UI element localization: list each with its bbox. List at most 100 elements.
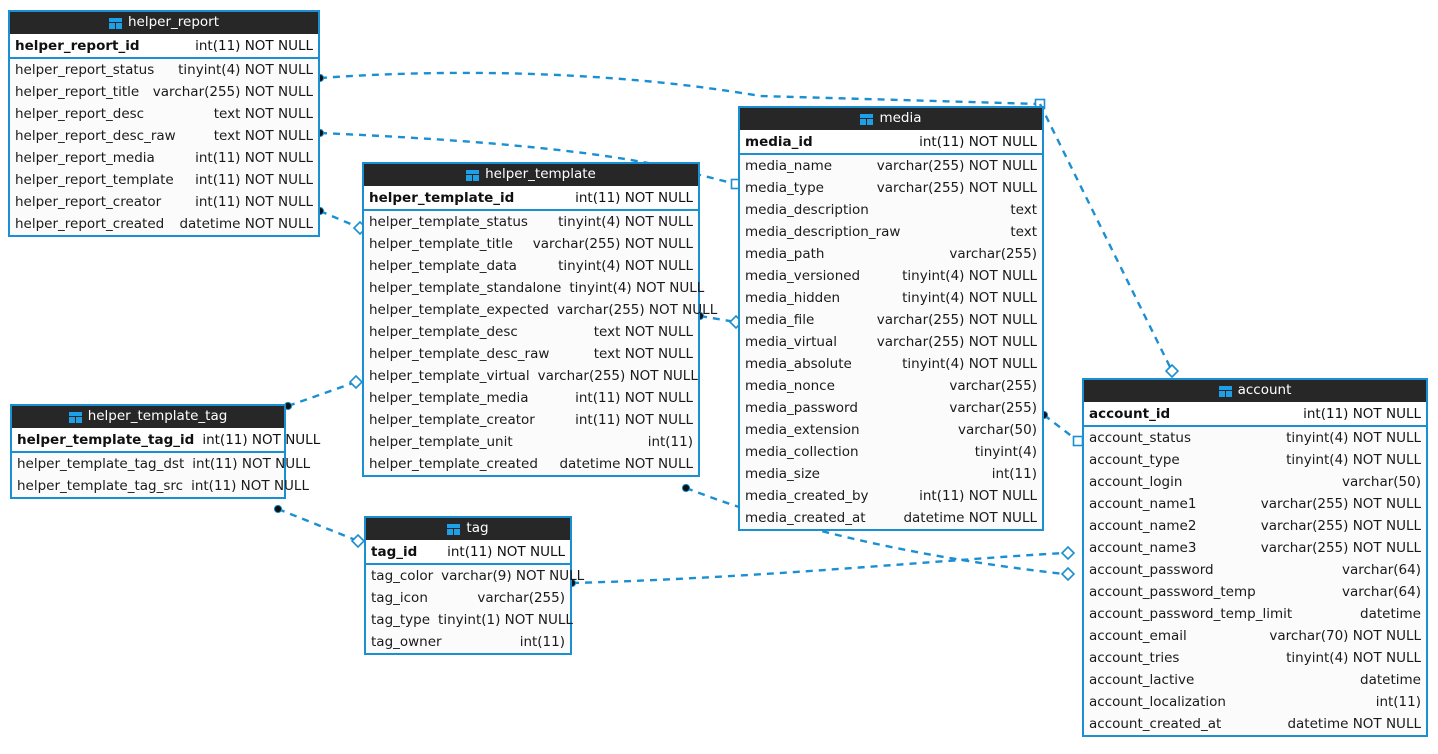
column-type: datetime NOT NULL: [1287, 716, 1421, 732]
column-name: helper_template_title: [369, 236, 513, 252]
relationship-tag_color_to_account_name3[interactable]: [567, 545, 1076, 588]
column-name: media_created_at: [745, 510, 866, 526]
column-name: helper_template_desc: [369, 324, 518, 340]
relationship-helper_template_tag_to_tag[interactable]: [273, 504, 366, 549]
relationship-helper_report_media-to-media[interactable]: [315, 71, 1046, 110]
column-type: varchar(255) NOT NULL: [152, 84, 313, 100]
column-name: helper_template_expected: [369, 302, 550, 318]
table-header-helper_report[interactable]: helper_report: [10, 12, 318, 34]
table-header-account[interactable]: account: [1084, 380, 1426, 402]
table-header-media[interactable]: media: [740, 108, 1042, 130]
column-type: tinyint(4) NOT NULL: [558, 258, 693, 274]
column-name: media_hidden: [745, 290, 841, 306]
table-header-helper_template_tag[interactable]: helper_template_tag: [12, 406, 284, 428]
column-type: text: [1010, 224, 1037, 240]
column-type: tinyint(4) NOT NULL: [178, 62, 313, 78]
column-type: int(11) NOT NULL: [192, 456, 311, 472]
column-name: account_id: [1089, 405, 1171, 422]
relationship-media_password_to_account_status[interactable]: [1039, 410, 1084, 447]
relationship-helper_report_creator_to_helper_template[interactable]: [315, 206, 368, 236]
relationship-helper_template_tag_to_helper_template_virtual[interactable]: [283, 374, 364, 411]
column-name: account_login: [1089, 474, 1183, 490]
table-icon: [1218, 385, 1232, 397]
column-name: media_absolute: [745, 356, 852, 372]
table-header-tag[interactable]: tag: [366, 518, 570, 540]
table-header-helper_template[interactable]: helper_template: [364, 164, 698, 186]
table-icon: [447, 523, 461, 535]
relationship-helper_report_to_account[interactable]: [1038, 103, 1180, 379]
column-name: helper_report_created: [15, 216, 165, 232]
